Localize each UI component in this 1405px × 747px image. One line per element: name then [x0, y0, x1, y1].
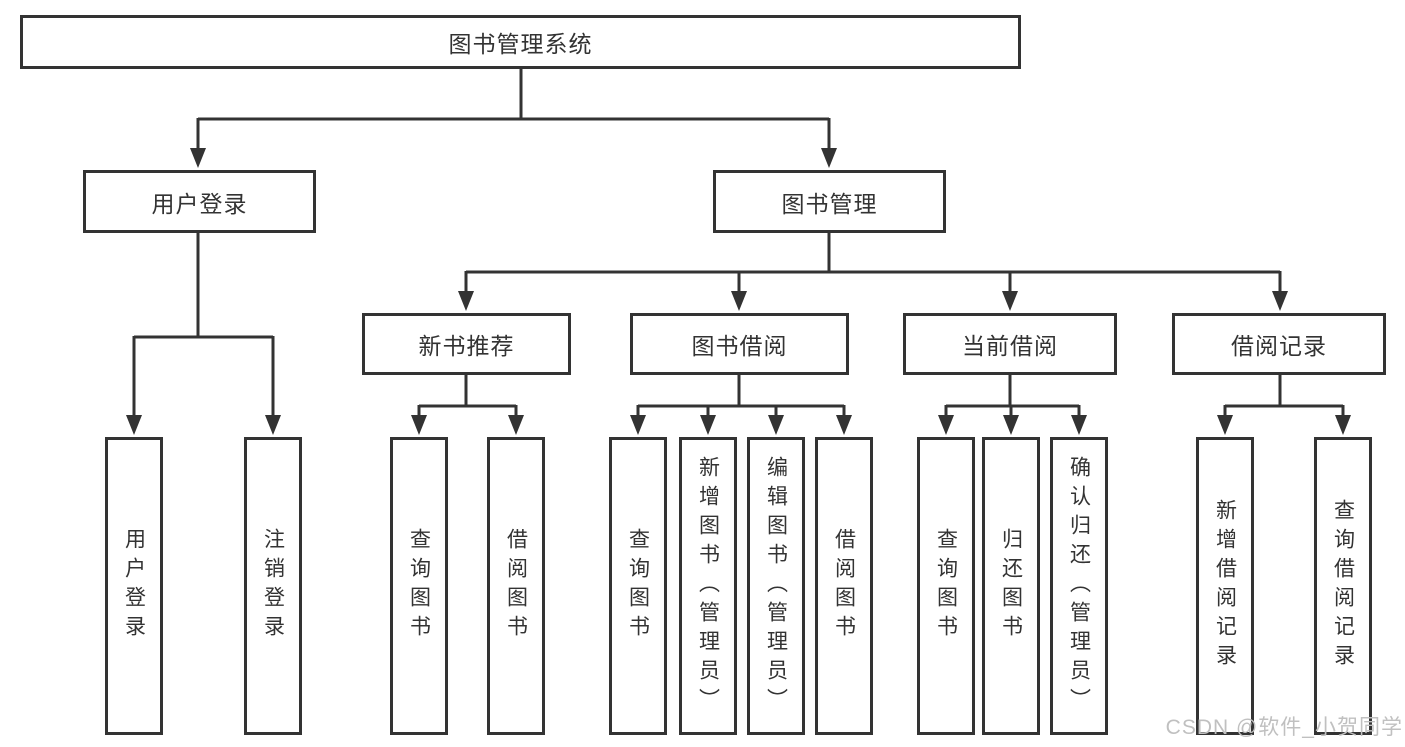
- node-root-system: 图书管理系统: [20, 15, 1021, 69]
- node-new-book-recommendation: 新书推荐: [362, 313, 571, 375]
- node-current-borrowing: 当前借阅: [903, 313, 1117, 375]
- csdn-watermark: CSDN @软件_小贺同学: [1165, 716, 1403, 739]
- leaf-edit-books-admin: 编辑图书（管理员）: [747, 437, 805, 735]
- leaf-borrow-books-recommend: 借阅图书: [487, 437, 545, 735]
- node-user-login: 用户登录: [83, 170, 316, 233]
- leaf-return-books: 归还图书: [982, 437, 1040, 735]
- leaf-borrow-books: 借阅图书: [815, 437, 873, 735]
- node-book-borrowing: 图书借阅: [630, 313, 849, 375]
- leaf-query-books-borrowing: 查询图书: [609, 437, 667, 735]
- leaf-query-borrow-record: 查询借阅记录: [1314, 437, 1372, 735]
- leaf-query-books-recommend: 查询图书: [390, 437, 448, 735]
- leaf-add-books-admin: 新增图书（管理员）: [679, 437, 737, 735]
- leaf-add-borrow-record: 新增借阅记录: [1196, 437, 1254, 735]
- node-book-management: 图书管理: [713, 170, 946, 233]
- leaf-query-books-current: 查询图书: [917, 437, 975, 735]
- leaf-logout: 注销登录: [244, 437, 302, 735]
- node-borrowing-records: 借阅记录: [1172, 313, 1386, 375]
- leaf-confirm-return-admin: 确认归还（管理员）: [1050, 437, 1108, 735]
- leaf-user-login: 用户登录: [105, 437, 163, 735]
